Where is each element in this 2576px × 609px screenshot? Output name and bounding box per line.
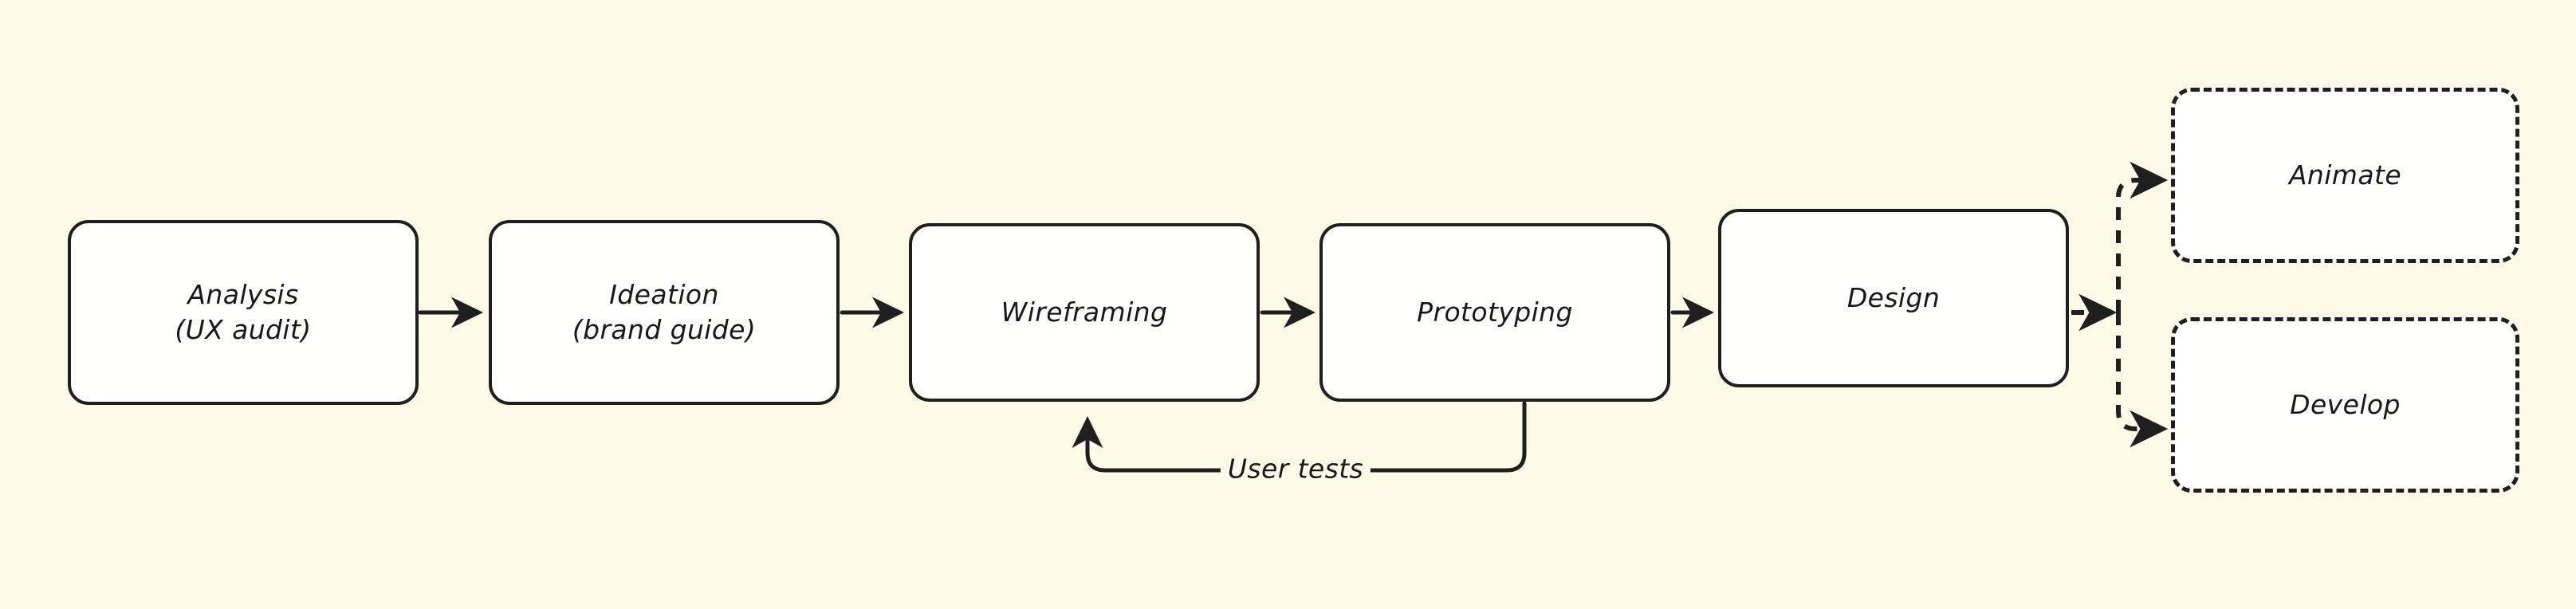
node-design-label: Design [1846,281,1941,313]
node-design[interactable]: Design [1718,209,2069,387]
edge-design-to-animate [2116,161,2169,312]
node-prototyping[interactable]: Prototyping [1319,223,1670,402]
node-wireframing-label: Wireframing [1001,296,1168,328]
edge-label-user-tests: User tests [1220,453,1371,485]
node-develop[interactable]: Develop [2171,317,2519,493]
node-animate[interactable]: Animate [2171,88,2519,263]
node-prototyping-label: Prototyping [1417,296,1573,328]
node-animate-label: Animate [2288,159,2402,191]
node-ideation[interactable]: Ideation (brand guide) [489,220,840,405]
edge-design-to-develop [2116,312,2169,448]
node-wireframing[interactable]: Wireframing [909,223,1260,402]
node-develop-label: Develop [2290,388,2401,420]
node-ideation-label: Ideation (brand guide) [572,278,757,345]
node-analysis-label: Analysis (UX audit) [175,278,312,345]
node-analysis[interactable]: Analysis (UX audit) [68,220,419,405]
